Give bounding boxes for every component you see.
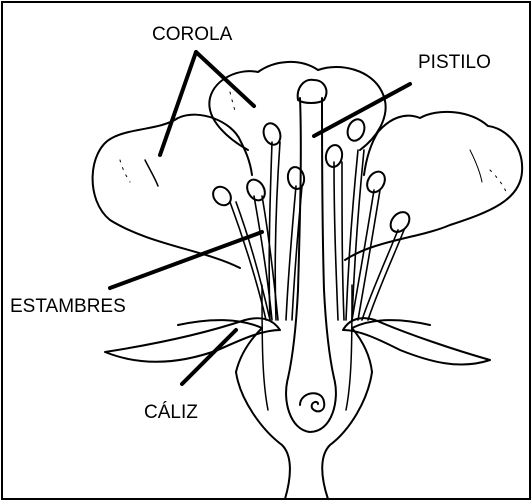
leader-pistilo xyxy=(314,84,410,136)
petal-left-dots xyxy=(120,160,130,182)
label-estambres: ESTAMBRES xyxy=(10,296,126,317)
stamen-filaments xyxy=(230,142,404,320)
pistil-style xyxy=(288,98,334,378)
petal-left-vein xyxy=(145,160,158,186)
leader-corola-right xyxy=(196,52,254,106)
leader-caliz xyxy=(182,330,236,384)
leader-corola-left xyxy=(160,52,196,155)
petal-right-dots xyxy=(490,170,508,196)
stamen-anthers xyxy=(209,117,413,236)
petal-right-vein xyxy=(470,150,482,182)
leader-estambres xyxy=(110,232,262,288)
petal-back-dots xyxy=(230,92,236,114)
sepal-right xyxy=(343,318,490,364)
receptacle xyxy=(236,372,372,499)
label-corola: COROLA xyxy=(152,24,233,45)
label-pistilo: PISTILO xyxy=(418,52,491,73)
petal-back xyxy=(209,62,385,150)
label-caliz: CÁLIZ xyxy=(144,402,198,423)
ovule xyxy=(300,393,324,411)
